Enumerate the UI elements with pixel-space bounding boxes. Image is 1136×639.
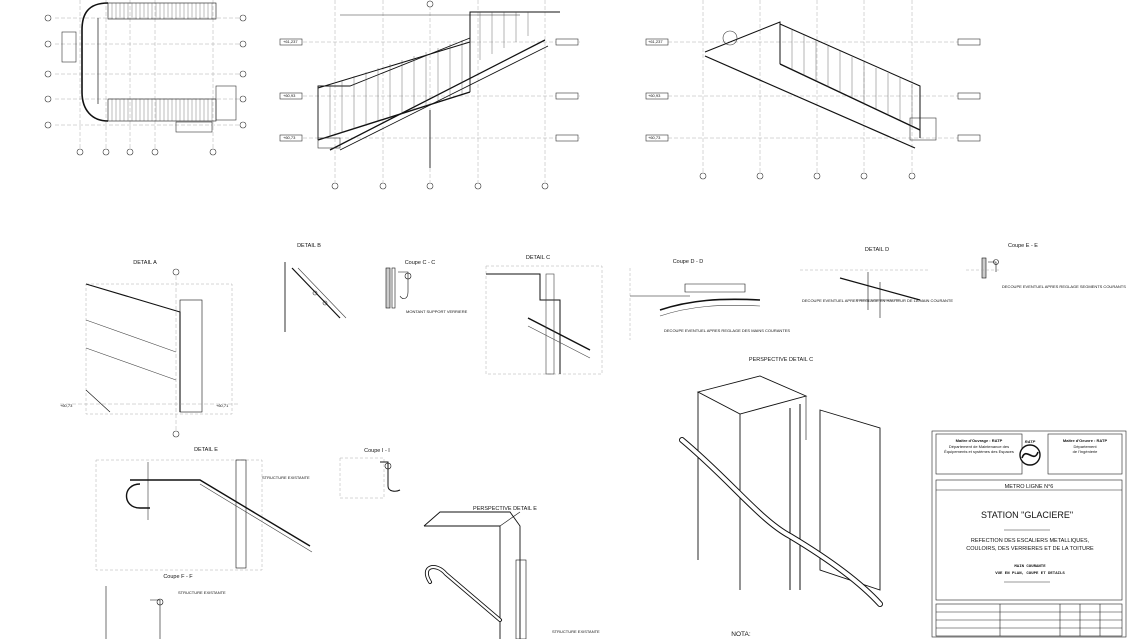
level-6: +60,73: [648, 135, 661, 140]
detail-c: [485, 265, 603, 375]
description-line-2: COULOIRS, DES VERRIERES ET DE LA TOITURE: [966, 546, 1094, 552]
moa-title: Maître d'Ouvrage : RATP: [956, 438, 1003, 443]
nota-label: NOTA:: [731, 631, 751, 638]
structure-label-3: STRUCTURE EXISTANTE: [552, 629, 600, 634]
moe-line-1: Département: [1073, 444, 1097, 449]
coupe-f-f: [105, 586, 164, 639]
moe-title: Maître d'Oeuvre : RATP: [1063, 438, 1108, 443]
structure-label-1: STRUCTURE EXISTANTE: [262, 475, 310, 480]
detail-a: [60, 268, 240, 438]
montant-label: MONTANT SUPPORT VERRIERE: [406, 309, 468, 314]
logo-text: RATP: [1025, 439, 1036, 444]
level-4: +61,237: [648, 39, 663, 44]
decoupe-label-3: DECOUPE EVENTUEL APRES REGLAGE DES MAINS…: [664, 328, 790, 333]
moa-line-1: Département de Maintenance des: [949, 444, 1009, 449]
coupe-i-i: [339, 457, 401, 499]
perspective-detail-c-title: PERSPECTIVE DETAIL C: [749, 357, 813, 363]
plan-view: [44, 0, 247, 156]
detail-b-title: DETAIL B: [297, 243, 321, 249]
elevation-right: [645, 0, 981, 180]
drawing-title-2: VUE EN PLAN, COUPE ET DETAILS: [995, 572, 1065, 576]
perspective-detail-c: [679, 375, 883, 607]
decoupe-label-1: DECOUPE EVENTUEL APRES REGLAGE SEGMENTS …: [1002, 284, 1126, 289]
title-block: RATP Maître d'Ouvrage : RATP Département…: [931, 430, 1127, 638]
perspective-detail-e: [423, 511, 527, 639]
decoupe-label-2: DECOUPE EVENTUEL APRES REGLAGE EN HAUTEU…: [802, 298, 953, 303]
detail-e-title: DETAIL E: [194, 447, 218, 453]
detail-d-title: DETAIL D: [865, 247, 889, 253]
detail-e: [95, 459, 313, 571]
detail-d: [800, 269, 930, 318]
elevation-left: [279, 0, 580, 190]
ratp-logo-icon: [1019, 444, 1041, 466]
level-8: +60,71: [216, 403, 229, 408]
perspective-detail-e-title: PERSPECTIVE DETAIL E: [473, 506, 537, 512]
detail-b: [284, 262, 347, 332]
level-2: +60,93: [283, 93, 296, 98]
coupe-f-f-title: Coupe F - F: [163, 574, 193, 580]
coupe-i-i-title: Coupe I - I: [364, 448, 390, 454]
coupe-c-c-title: Coupe C - C: [405, 260, 436, 266]
level-7: +60,73: [60, 403, 73, 408]
coupe-e-e-title: Coupe E - E: [1008, 243, 1038, 249]
coupe-d-d-title: Coupe D - D: [673, 259, 704, 265]
drawing-title-1: MAIN COURANTE: [1014, 565, 1046, 569]
level-1: +61,237: [283, 39, 298, 44]
station-name: STATION "GLACIERE": [981, 510, 1073, 520]
structure-label-2: STRUCTURE EXISTANTE: [178, 590, 226, 595]
drawing-labels: DETAIL A DETAIL B Coupe C - C DETAIL C C…: [60, 39, 1126, 638]
detail-a-title: DETAIL A: [133, 260, 157, 266]
coupe-c-c: [385, 267, 412, 309]
coupe-e-e: [966, 257, 1000, 279]
coupe-d-d: [629, 268, 761, 340]
moa-line-2: Équipements et systèmes des Espaces: [944, 449, 1014, 454]
description-line-1: REFECTION DES ESCALIERS METALLIQUES,: [971, 538, 1090, 544]
level-5: +60,93: [648, 93, 661, 98]
detail-c-title: DETAIL C: [526, 255, 550, 261]
moe-line-2: de l'Ingénierie: [1073, 449, 1099, 454]
level-3: +60,73: [283, 135, 296, 140]
metro-line: METRO LIGNE N°6: [1005, 484, 1054, 490]
